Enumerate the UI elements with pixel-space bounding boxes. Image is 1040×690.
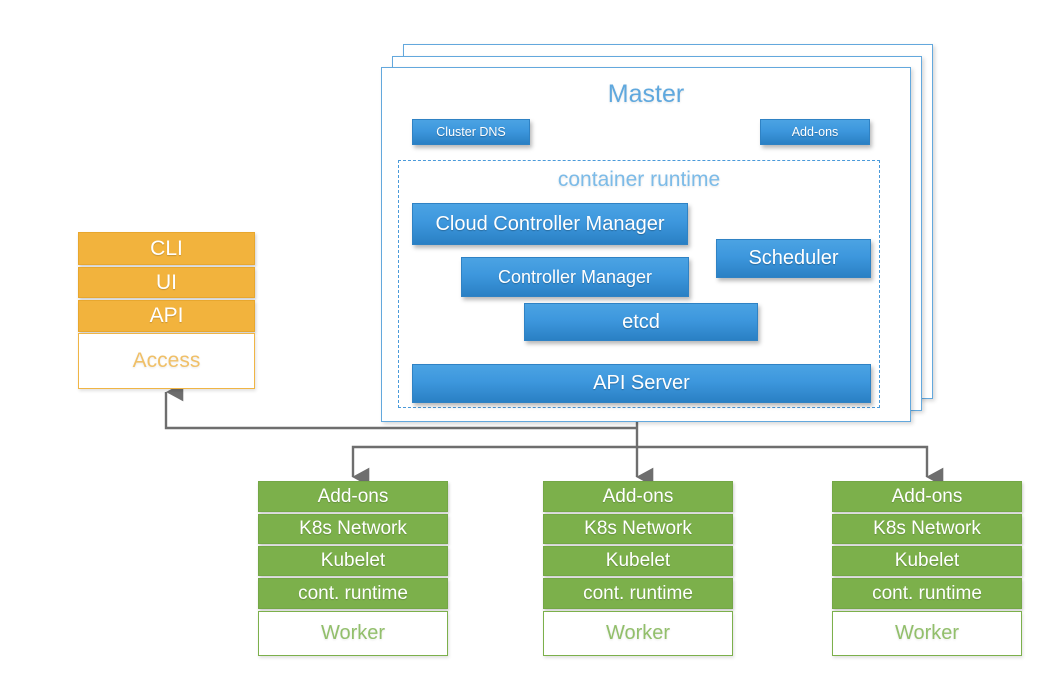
cluster-dns-node[interactable]: Cluster DNS (412, 119, 530, 145)
worker-layer-cont-runtime[interactable]: cont. runtime (543, 578, 733, 609)
worker-layer-kubelet[interactable]: Kubelet (258, 546, 448, 576)
wire-apiserver-worker-3 (637, 445, 944, 487)
worker-layer-kubelet[interactable]: Kubelet (543, 546, 733, 576)
worker-node-3: Add-ons K8s Network Kubelet cont. runtim… (832, 481, 1022, 656)
worker-layer-add-ons[interactable]: Add-ons (832, 481, 1022, 512)
worker-layer-add-ons[interactable]: Add-ons (543, 481, 733, 512)
worker-layer-k8s-network[interactable]: K8s Network (832, 514, 1022, 544)
worker-label: Worker (543, 611, 733, 656)
worker-layer-add-ons[interactable]: Add-ons (258, 481, 448, 512)
container-runtime-title: container runtime (557, 168, 721, 191)
scheduler-node[interactable]: Scheduler (716, 239, 871, 278)
cloud-controller-manager-node[interactable]: Cloud Controller Manager (412, 203, 688, 245)
access-layer-api[interactable]: API (78, 300, 255, 332)
access-label: Access (78, 333, 255, 389)
worker-node-1: Add-ons K8s Network Kubelet cont. runtim… (258, 481, 448, 656)
worker-layer-kubelet[interactable]: Kubelet (832, 546, 1022, 576)
access-layer-ui[interactable]: UI (78, 267, 255, 298)
api-server-node[interactable]: API Server (412, 364, 871, 403)
container-runtime-boundary (398, 160, 880, 408)
worker-layer-k8s-network[interactable]: K8s Network (258, 514, 448, 544)
worker-label: Worker (832, 611, 1022, 656)
master-title: Master (607, 80, 685, 108)
access-layer-cli[interactable]: CLI (78, 232, 255, 265)
worker-layer-k8s-network[interactable]: K8s Network (543, 514, 733, 544)
etcd-node[interactable]: etcd (524, 303, 758, 341)
worker-node-2: Add-ons K8s Network Kubelet cont. runtim… (543, 481, 733, 656)
access-stack: CLI UI API Access (78, 232, 255, 389)
worker-layer-cont-runtime[interactable]: cont. runtime (832, 578, 1022, 609)
master-add-ons-node[interactable]: Add-ons (760, 119, 870, 145)
worker-label: Worker (258, 611, 448, 656)
wire-apiserver-worker-1 (351, 445, 637, 487)
controller-manager-node[interactable]: Controller Manager (461, 257, 689, 297)
worker-layer-cont-runtime[interactable]: cont. runtime (258, 578, 448, 609)
